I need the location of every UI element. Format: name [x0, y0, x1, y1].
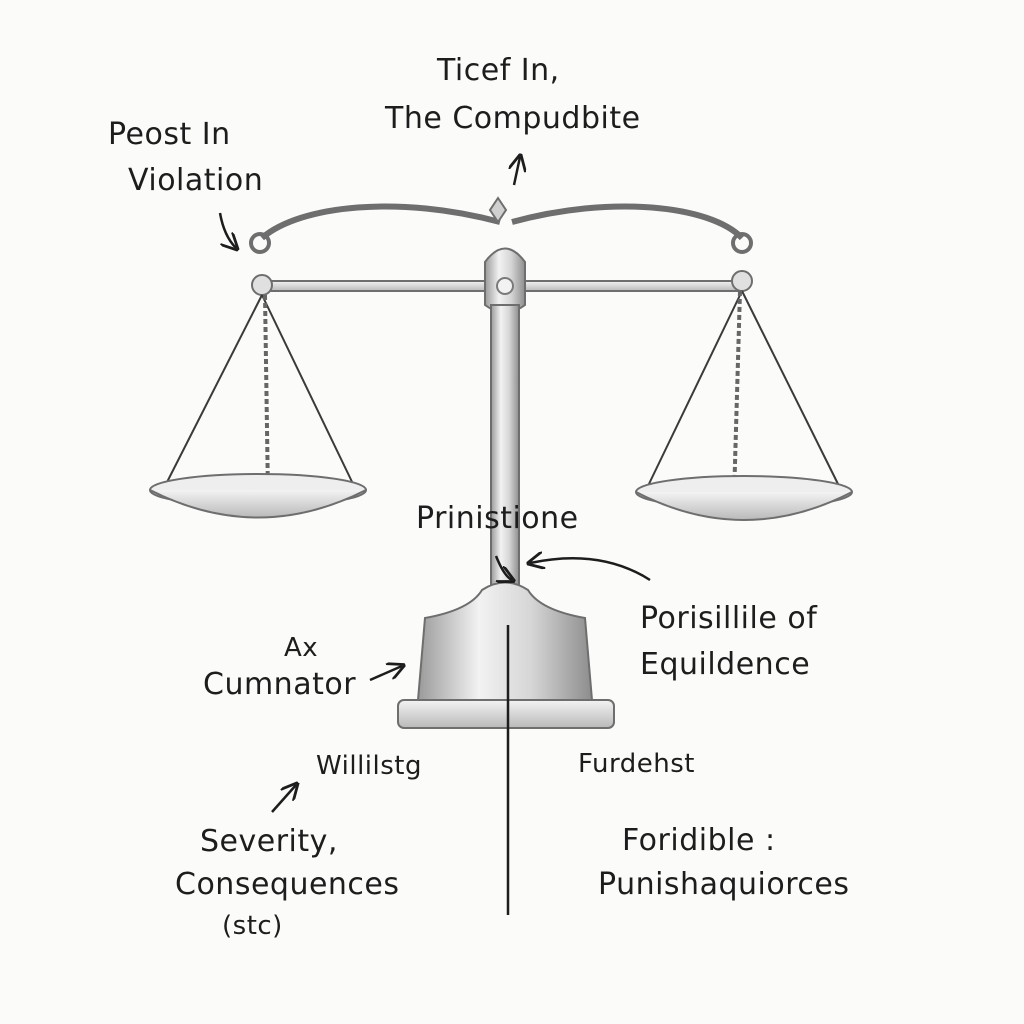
center-label: Prinistione [416, 501, 579, 536]
bottom-left-label-line1: Severity, [200, 824, 338, 859]
arrow-icon [218, 157, 651, 813]
right-low-label: Furdehst [578, 749, 695, 779]
pillar [490, 304, 520, 591]
bottom-left-label-line2: Consequences [175, 867, 400, 902]
bottom-right-label-line2: Punishaquiorces [598, 867, 850, 902]
left-pan [149, 473, 367, 519]
left-low-label: Willilstg [316, 751, 422, 781]
left-mid-label-line2: Cumnator [203, 667, 357, 702]
left-top-label-line1: Peost In [108, 117, 231, 152]
right-pan [635, 475, 853, 521]
left-mid-label-line1: Ax [284, 633, 319, 663]
left-pan-suspension [161, 294, 356, 496]
bottom-right-label-line1: Foridible : [622, 823, 776, 858]
base [397, 581, 615, 729]
right-pan-suspension [646, 290, 843, 499]
finial [488, 196, 508, 224]
top-title-line2: The Compudbite [385, 101, 641, 136]
left-top-label-line2: Violation [128, 163, 264, 198]
right-mid-label-line1: Porisillile of [640, 601, 818, 636]
scale-ornament [249, 203, 753, 254]
right-mid-label-line2: Equildence [640, 647, 811, 682]
bottom-left-label-line3: (stc) [222, 911, 283, 941]
top-title-line1: Ticef In, [437, 53, 560, 88]
